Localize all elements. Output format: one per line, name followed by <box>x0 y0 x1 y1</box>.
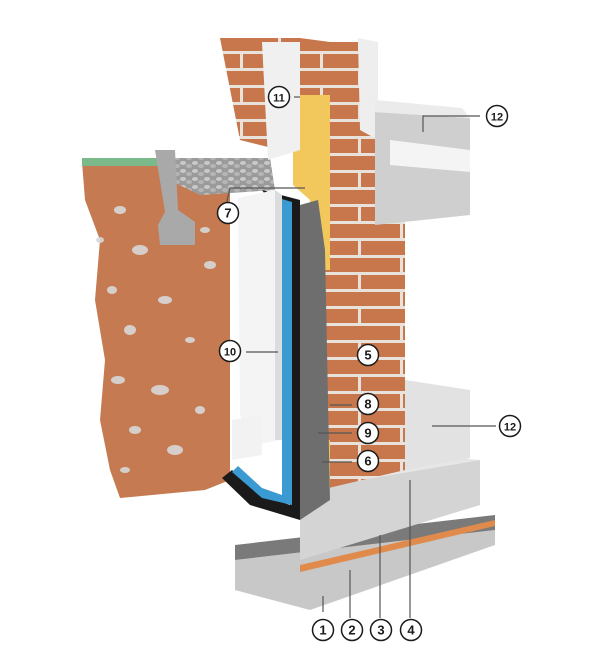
perimeter-insulation <box>238 190 280 445</box>
soil <box>82 162 230 498</box>
callout-c8: 8 <box>356 392 380 416</box>
callout-c5: 5 <box>356 343 380 367</box>
callout-number: 5 <box>364 348 371 363</box>
callout-c12a: 12 <box>485 104 509 128</box>
callout-circle <box>356 449 380 473</box>
callout-c3: 3 <box>369 618 393 642</box>
gravel-layer <box>160 158 275 195</box>
callout-circle <box>356 343 380 367</box>
callout-number: 3 <box>377 623 384 638</box>
callout-circle <box>498 414 522 438</box>
callout-number: 7 <box>224 206 231 221</box>
callout-circle <box>356 392 380 416</box>
waterproof-membrane <box>300 200 330 520</box>
callout-c6: 6 <box>356 449 380 473</box>
callout-number: 1 <box>319 623 326 638</box>
callout-number: 6 <box>364 454 371 469</box>
drainage-fitting <box>155 150 195 245</box>
callout-number: 8 <box>364 397 371 412</box>
callout-circle <box>216 201 240 225</box>
callout-circle <box>485 104 509 128</box>
sealing-layer <box>222 190 300 520</box>
callout-circle <box>267 85 291 109</box>
separation-layer <box>300 520 495 572</box>
callout-c9: 9 <box>356 421 380 445</box>
callout-c1: 1 <box>311 618 335 642</box>
callout-number: 12 <box>504 422 516 434</box>
callout-circle <box>340 618 364 642</box>
callout-number: 11 <box>273 93 285 105</box>
callout-c2: 2 <box>340 618 364 642</box>
grass-strip <box>82 158 162 166</box>
callout-circle <box>311 618 335 642</box>
callout-circle <box>218 339 242 363</box>
ceiling-slab <box>375 112 470 225</box>
ceiling-slab-top <box>375 100 470 118</box>
base-slab <box>235 530 495 610</box>
callout-c10: 10 <box>218 339 242 363</box>
callout-circle <box>369 618 393 642</box>
callout-circle <box>356 421 380 445</box>
callout-c7: 7 <box>216 201 240 225</box>
callout-c4: 4 <box>399 618 423 642</box>
callout-number: 9 <box>364 426 371 441</box>
callout-number: 10 <box>224 347 236 359</box>
floor-insulation <box>405 380 470 470</box>
soil-stones <box>96 206 216 473</box>
callout-number: 2 <box>348 623 355 638</box>
callout-c11: 11 <box>267 85 291 109</box>
perimeter-insulation-side <box>275 190 282 440</box>
sealing-layer-blue <box>232 195 292 505</box>
top-insulation-right <box>358 38 378 140</box>
callout-number: 12 <box>491 112 503 124</box>
callout-circle <box>399 618 423 642</box>
callout-number: 4 <box>407 623 415 638</box>
floor-slab <box>300 460 480 560</box>
ceiling-insulation <box>390 140 470 172</box>
leader-12a <box>422 115 480 132</box>
perimeter-insulation-foot <box>232 415 262 460</box>
callout-c12b: 12 <box>498 414 522 438</box>
